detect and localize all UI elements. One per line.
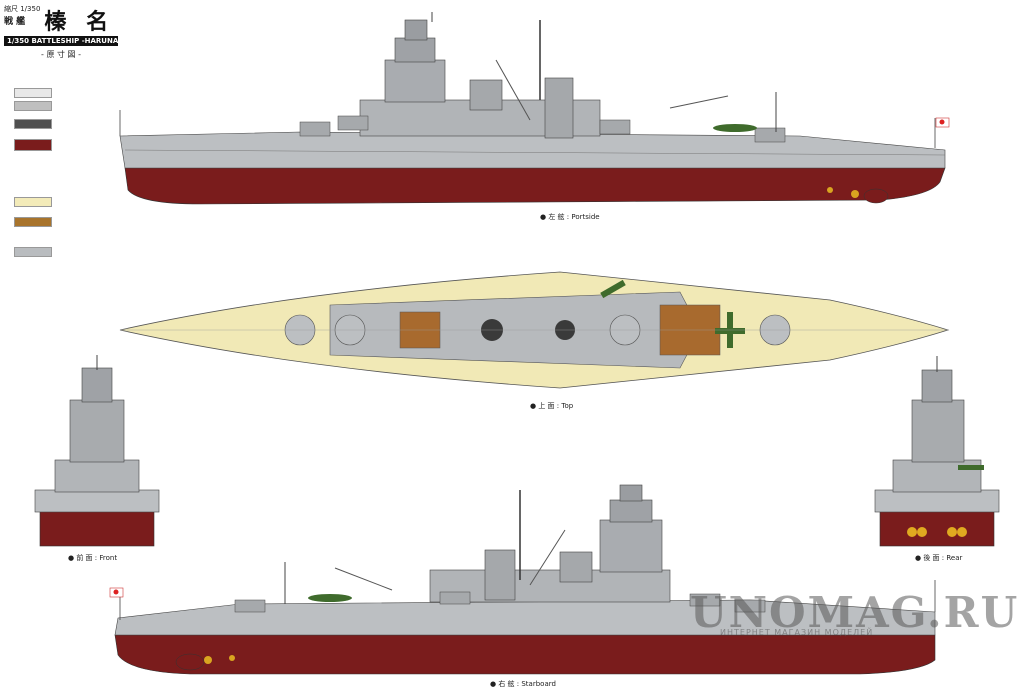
portside-view (119, 12, 950, 205)
legend-swatch (14, 101, 52, 111)
subtitle: - 原 寸 図 - (41, 50, 81, 59)
rear-view (874, 356, 1000, 547)
starboard-view (109, 484, 936, 675)
title-block: 縮尺 1/350 戦 艦 榛 名 1/350 BATTLESHIP -HARUN… (4, 4, 121, 68)
legend-swatch (14, 88, 52, 98)
caption-top: ● 上 面 : Top (530, 401, 574, 410)
color-legend (14, 88, 60, 260)
legend-swatch (14, 247, 52, 257)
front-view (34, 355, 160, 547)
legend-swatch (14, 139, 52, 151)
english-title: 1/350 BATTLESHIP -HARUNA- (4, 36, 121, 46)
watermark: UNOMAG.RU (690, 588, 1020, 637)
ship-name: 榛 名 (44, 9, 115, 35)
caption-front: ● 前 面 : Front (68, 553, 117, 562)
watermark-subtitle: ИНТЕРНЕТ МАГАЗИН МОДЕЛЕЙ (720, 628, 874, 637)
ship-type: 戦 艦 (4, 17, 26, 27)
legend-swatch (14, 119, 52, 129)
top-view (119, 271, 950, 389)
caption-rear: ● 後 面 : Rear (915, 553, 963, 562)
caption-starboard: ● 右 舷 : Starboard (490, 679, 556, 688)
scale-line: 縮尺 1/350 (4, 5, 41, 13)
legend-swatch (14, 197, 52, 207)
caption-portside: ● 左 舷 : Portside (540, 212, 600, 221)
legend-swatch (14, 217, 52, 227)
